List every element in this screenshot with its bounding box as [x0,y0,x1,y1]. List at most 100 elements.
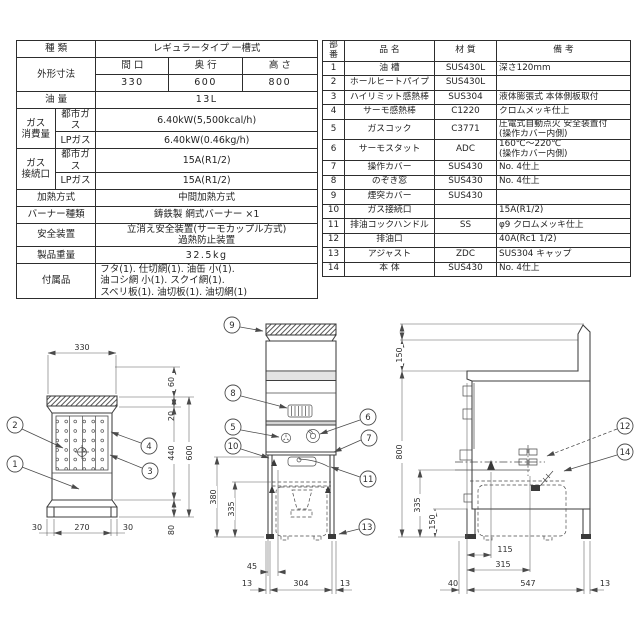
parts-cell: ハイリミット感熱棒 [344,89,435,106]
parts-cell: ガスコック [344,118,435,141]
dim-40: 40 [448,579,458,588]
dim-45: 45 [247,562,257,571]
callout-3 [141,462,159,480]
leader-8 [240,395,288,409]
callout-7-label: 7 [366,434,371,444]
bottom-ext-lines [39,519,125,536]
parts-cell: No. 4仕上 [496,160,631,176]
side-vert-ext [466,383,531,594]
callout-10-label: 10 [228,442,239,452]
callout-14-label: 14 [620,448,631,458]
parts-header-row: 部番 品 名 材 質 備 考 [322,40,631,62]
ignition-knob [281,433,291,443]
parts-cell: 排油口 [344,232,435,249]
drain-outlet [531,485,540,491]
callout-6-label: 6 [365,413,370,423]
drain-cock-pivot [296,457,302,463]
plan-view: 330 30 270 30 60 20 440 80 600 2 [6,343,194,538]
parts-cell: SUS430 [434,160,497,176]
dims-col-width: 間 口 [95,57,170,75]
parts-cell: 10 [322,203,345,220]
parts-cell: 160℃～220℃ (操作カバー内側) [496,139,631,162]
lp-gas-label: LPガス [54,131,97,150]
burner-label: バーナー種類 [15,205,97,224]
gas-use-lp-value: 6.40kW(0.46kg/h) [95,131,318,150]
spec-row-safety: 安全装置 立消え安全装置(サーモカップル方式) 過熱防止装置 [15,222,318,248]
panel-lines [265,420,337,456]
dim-13-right: 13 [340,579,350,588]
dim-800: 800 [395,444,404,459]
parts-cell: 12 [322,232,345,249]
dim-315: 315 [495,560,510,569]
parts-cell: No. 4仕上 [496,174,631,191]
parts-cell: 4 [322,104,345,120]
parts-cell: 7 [322,160,345,176]
adjuster-foot-right [328,534,336,539]
heat-value: 中間加熱方式 [95,188,318,207]
side-knob-upper [462,385,473,397]
dim-335: 335 [227,501,236,516]
parts-cell: 排油コックハンドル [344,218,435,234]
ext-lines [47,355,117,394]
dims-val-height: 800 [241,74,319,92]
city-gas-label: 都市ガス [54,107,97,133]
callout-5-label: 5 [230,423,235,433]
callout-4 [140,437,158,455]
spec-table: 種 類 レギュラータイプ 一槽式 外形寸法 間 口 奥 行 高 さ 330 60… [15,40,319,299]
adjuster-foot-left [266,534,274,539]
callout-4-label: 4 [146,442,151,452]
gas-conn-lp-value: 15A(R1/2) [95,171,318,190]
gas-cock-centerlines [455,445,545,476]
type-value: レギュラータイプ 一槽式 [95,40,318,58]
leader-12 [546,428,618,457]
callout-12 [616,417,634,435]
dim-440: 440 [167,445,176,460]
callout-8 [224,384,242,402]
parts-cell: 5 [322,118,345,141]
drain-handle-side [539,470,554,487]
front-bottom-ext [250,541,352,594]
right-ext-lines [114,366,194,518]
parts-cell: 液体膨張式 本体側板取付 [496,89,631,106]
front-body-outline [265,334,337,456]
callout-12-label: 12 [620,422,631,432]
side-view: 150 800 335 150 115 315 40 547 13 12 [394,323,634,594]
col-part-name: 品 名 [344,40,435,62]
datum-triangles [269,459,331,493]
parts-cell [496,189,631,205]
slide-plate-dashed [272,481,331,487]
spec-row-gas-conn-lp: LPガス 15A(R1/2) [17,171,318,190]
parts-cell: φ9 クロムメッキ仕上 [496,218,631,234]
spec-row-dims-head: 外形寸法 間 口 奥 行 高 さ [15,57,319,92]
dims-label: 外形寸法 [15,57,97,92]
parts-cell: 40A(Rc1 1/2) [496,232,631,249]
heat-label: 加熱方式 [15,188,97,207]
parts-cell: SS [434,218,497,234]
dim-30-right: 30 [123,523,133,532]
col-remarks: 備 考 [496,40,631,62]
dim-13-side: 13 [600,579,610,588]
parts-cell: 圧電式自動点火 安全装置付 (操作カバー内側) [496,118,631,141]
parts-cell: SUS430 [434,261,497,278]
drain-cock-handle [298,458,330,468]
safety-label: 安全装置 [15,222,97,248]
lp-gas-label: LPガス [54,171,97,190]
thermostat-lever [307,429,314,435]
oil-tank-holes [55,415,109,471]
parts-cell: 6 [322,139,345,162]
callout-9-label: 9 [229,321,234,331]
panel-top-band [266,421,336,425]
side-knob-lower [462,408,473,420]
chimney-cover-hatch [265,323,337,336]
callout-13 [358,518,376,536]
gas-cock-assembly [518,448,538,466]
center-crosshair [75,445,89,459]
oil-can-details [280,489,322,541]
